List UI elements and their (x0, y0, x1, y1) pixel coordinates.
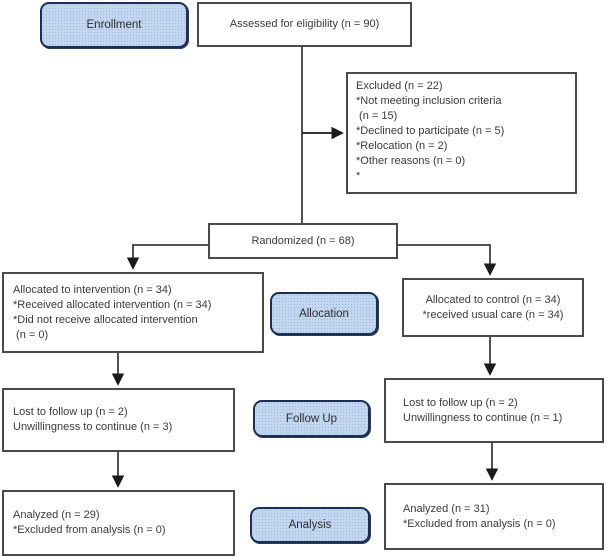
box-text-line: (n = 0) (13, 328, 49, 341)
box-text-line: *Excluded from analysis (n = 0) (403, 517, 556, 530)
box-text-line: Lost to follow up (n = 2) (13, 406, 128, 418)
stage-label-enrollment: Enrollment (40, 2, 188, 48)
box-text-line: Analyzed (n = 31) (403, 502, 490, 515)
box-analyzed-intervention: Analyzed (n = 29) *Excluded from analysi… (2, 490, 235, 556)
box-lost-followup-control: Lost to follow up (n = 2) Unwillingness … (384, 378, 604, 443)
box-text-line: * (356, 170, 361, 182)
box-text-line: Assessed for eligibility (n = 90) (229, 18, 380, 30)
box-text-line: *Other reasons (n = 0) (356, 155, 466, 167)
box-excluded: Excluded (n = 22) *Not meeting inclusion… (346, 72, 577, 194)
box-lost-followup-intervention: Lost to follow up (n = 2) Unwillingness … (2, 388, 235, 452)
box-text-line: *Excluded from analysis (n = 0) (13, 524, 166, 536)
stage-label-follow-up: Follow Up (253, 400, 370, 437)
box-randomized: Randomized (n = 68) (208, 223, 398, 259)
box-analyzed-control: Analyzed (n = 31) *Excluded from analysi… (384, 483, 604, 550)
stage-label-analysis: Analysis (250, 507, 370, 543)
box-text-line: Unwillingness to continue (n = 3) (13, 421, 173, 433)
box-text-line: *Received allocated intervention (n = 34… (13, 298, 212, 311)
box-text-line: (n = 15) (356, 110, 398, 122)
box-text-line: *Declined to participate (n = 5) (356, 125, 505, 137)
box-text-line: Allocated to control (n = 34) (425, 293, 561, 306)
box-allocated-control: Allocated to control (n = 34) *received … (402, 278, 584, 337)
box-text-line: *Not meeting inclusion criteria (356, 95, 502, 107)
stage-label-allocation: Allocation (270, 292, 378, 335)
box-assessed-eligibility: Assessed for eligibility (n = 90) (197, 2, 412, 47)
box-text-line: Randomized (n = 68) (251, 234, 355, 247)
box-text-line: Excluded (n = 22) (356, 80, 443, 92)
box-text-line: Analyzed (n = 29) (13, 509, 100, 521)
box-allocated-intervention: Allocated to intervention (n = 34) *Rece… (2, 272, 264, 353)
box-text-line: Lost to follow up (n = 2) (403, 396, 518, 409)
box-text-line: *Relocation (n = 2) (356, 140, 448, 152)
box-text-line: *received usual care (n = 34) (422, 308, 564, 321)
box-text-line: Unwillingness to continue (n = 1) (403, 411, 563, 424)
box-text-line: *Did not receive allocated intervention (13, 313, 198, 326)
box-text-line: Allocated to intervention (n = 34) (13, 283, 172, 296)
